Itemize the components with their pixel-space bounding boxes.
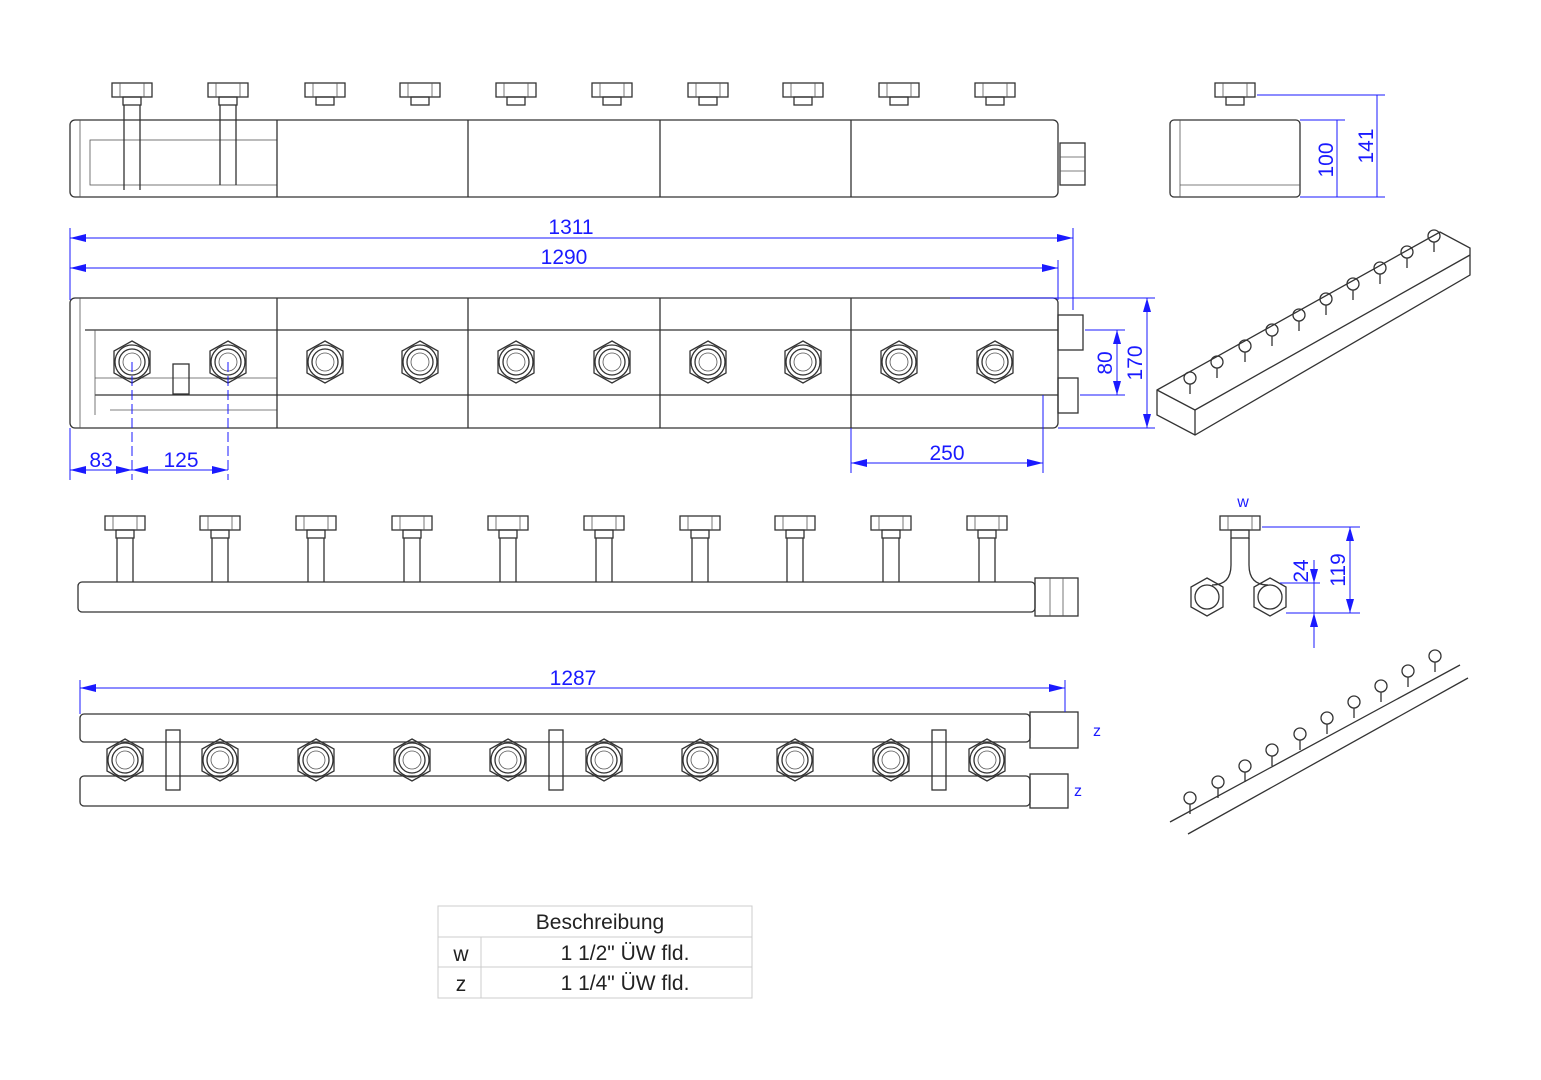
- table-row-value: 1 1/4" ÜW fld.: [561, 972, 690, 995]
- isometric-view-pipes: [1169, 649, 1469, 835]
- side-view-top: 100 141: [1169, 82, 1385, 198]
- dim-170: 170: [1124, 345, 1147, 380]
- dim-80: 80: [1094, 351, 1117, 374]
- dim-83: 83: [89, 449, 112, 472]
- dim-100: 100: [1315, 142, 1338, 177]
- front-dimensions: 1311 1290 80 170 83 125 250: [69, 216, 1155, 480]
- top-view: [69, 82, 1086, 198]
- dim-24: 24: [1290, 559, 1313, 583]
- table-row-key: z: [456, 973, 467, 996]
- table-row-value: 1 1/2" ÜW fld.: [561, 942, 690, 965]
- dim-125: 125: [163, 449, 198, 472]
- dim-250: 250: [929, 442, 964, 465]
- dim-119: 119: [1327, 553, 1350, 586]
- dim-141: 141: [1355, 128, 1378, 163]
- dim-1311: 1311: [548, 216, 593, 239]
- label-z-top: z: [1093, 723, 1101, 740]
- label-z-bottom: z: [1074, 783, 1082, 800]
- dim-1287: 1287: [550, 667, 597, 690]
- pipe-side-view: [77, 515, 1079, 617]
- w-side-view: w 24 119: [1190, 494, 1360, 648]
- description-table: Beschreibung w 1 1/2" ÜW fld. z 1 1/4" Ü…: [437, 905, 753, 999]
- isometric-view-box: [1156, 229, 1471, 436]
- dim-1290: 1290: [541, 246, 588, 269]
- table-row-key: w: [452, 943, 469, 966]
- front-view: [69, 297, 1084, 429]
- twin-pipe-view: 1287 z z: [79, 667, 1101, 809]
- label-w: w: [1236, 494, 1249, 511]
- table-header: Beschreibung: [536, 911, 664, 934]
